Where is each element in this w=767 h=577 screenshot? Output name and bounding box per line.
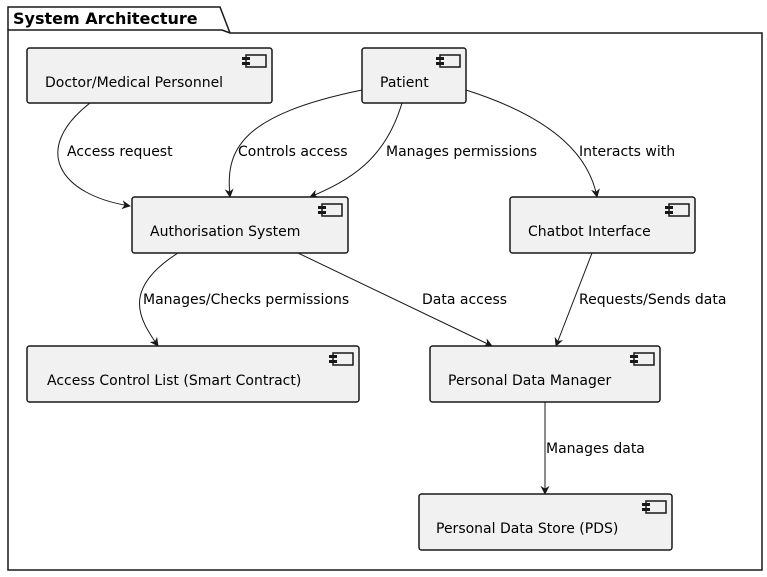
node-authorisation-system: Authorisation System <box>131 196 349 254</box>
edge-label-requests-sends-data: Requests/Sends data <box>579 292 726 308</box>
node-label-patient: Patient <box>380 75 429 91</box>
edge-interacts-with <box>465 89 600 198</box>
edge-label-manages-checks-permissions: Manages/Checks permissions <box>143 292 349 308</box>
node-personal-data-manager: Personal Data Manager <box>429 345 661 403</box>
edge-manages-permissions <box>309 102 403 198</box>
node-label-pdm: Personal Data Manager <box>448 373 611 389</box>
edge-label-manages-data: Manages data <box>546 441 645 457</box>
edge-data-access <box>297 252 493 347</box>
component-icon <box>318 203 343 217</box>
node-label-authorisation: Authorisation System <box>150 224 300 240</box>
component-icon <box>665 203 690 217</box>
package-title: System Architecture <box>13 9 198 28</box>
node-label-pds: Personal Data Store (PDS) <box>436 521 618 537</box>
node-access-control-list: Access Control List (Smart Contract) <box>26 345 360 403</box>
node-label-doctor: Doctor/Medical Personnel <box>45 75 223 91</box>
edge-label-data-access: Data access <box>422 292 507 308</box>
node-label-chatbot: Chatbot Interface <box>528 224 651 240</box>
edge-controls-access <box>224 89 363 198</box>
node-patient: Patient <box>361 47 467 104</box>
edge-label-interacts-with: Interacts with <box>579 144 675 160</box>
edges: Access request Controls access Manages p… <box>57 89 726 495</box>
edge-access-request <box>57 102 131 210</box>
component-icon <box>436 54 461 68</box>
node-doctor: Doctor/Medical Personnel <box>26 47 273 104</box>
component-icon <box>630 352 655 366</box>
component-icon <box>242 54 267 68</box>
edge-requests-sends-data <box>554 252 593 347</box>
edge-manages-checks-permissions <box>139 252 179 347</box>
component-icon <box>329 352 354 366</box>
edge-label-manages-permissions: Manages permissions <box>386 144 537 160</box>
edge-label-controls-access: Controls access <box>238 144 348 160</box>
node-label-acl: Access Control List (Smart Contract) <box>47 373 301 389</box>
system-architecture-package: System Architecture <box>7 6 763 571</box>
node-personal-data-store: Personal Data Store (PDS) <box>418 493 673 551</box>
node-chatbot-interface: Chatbot Interface <box>509 196 696 254</box>
component-icon <box>642 500 667 514</box>
edge-label-access-request: Access request <box>67 144 173 160</box>
